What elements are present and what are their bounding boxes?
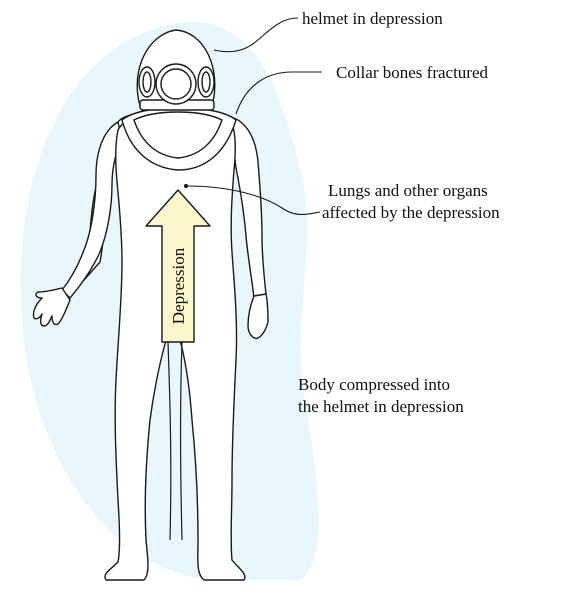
lungs-leader-dot [184,184,187,187]
label-helmet: helmet in depression [302,8,443,29]
label-body-line2: the helmet in depression [298,396,464,417]
helmet-front-port-inner [161,69,191,99]
label-collar: Collar bones fractured [336,62,488,83]
label-lungs-line1: Lungs and other organs [328,180,488,201]
helmet-right-port-inner [202,72,210,92]
label-lungs-line2: affected by the depression [322,202,500,223]
helmet-left-port-inner [143,72,151,92]
depression-arrow-label: Depression [169,247,188,324]
label-body-line1: Body compressed into [298,374,450,395]
